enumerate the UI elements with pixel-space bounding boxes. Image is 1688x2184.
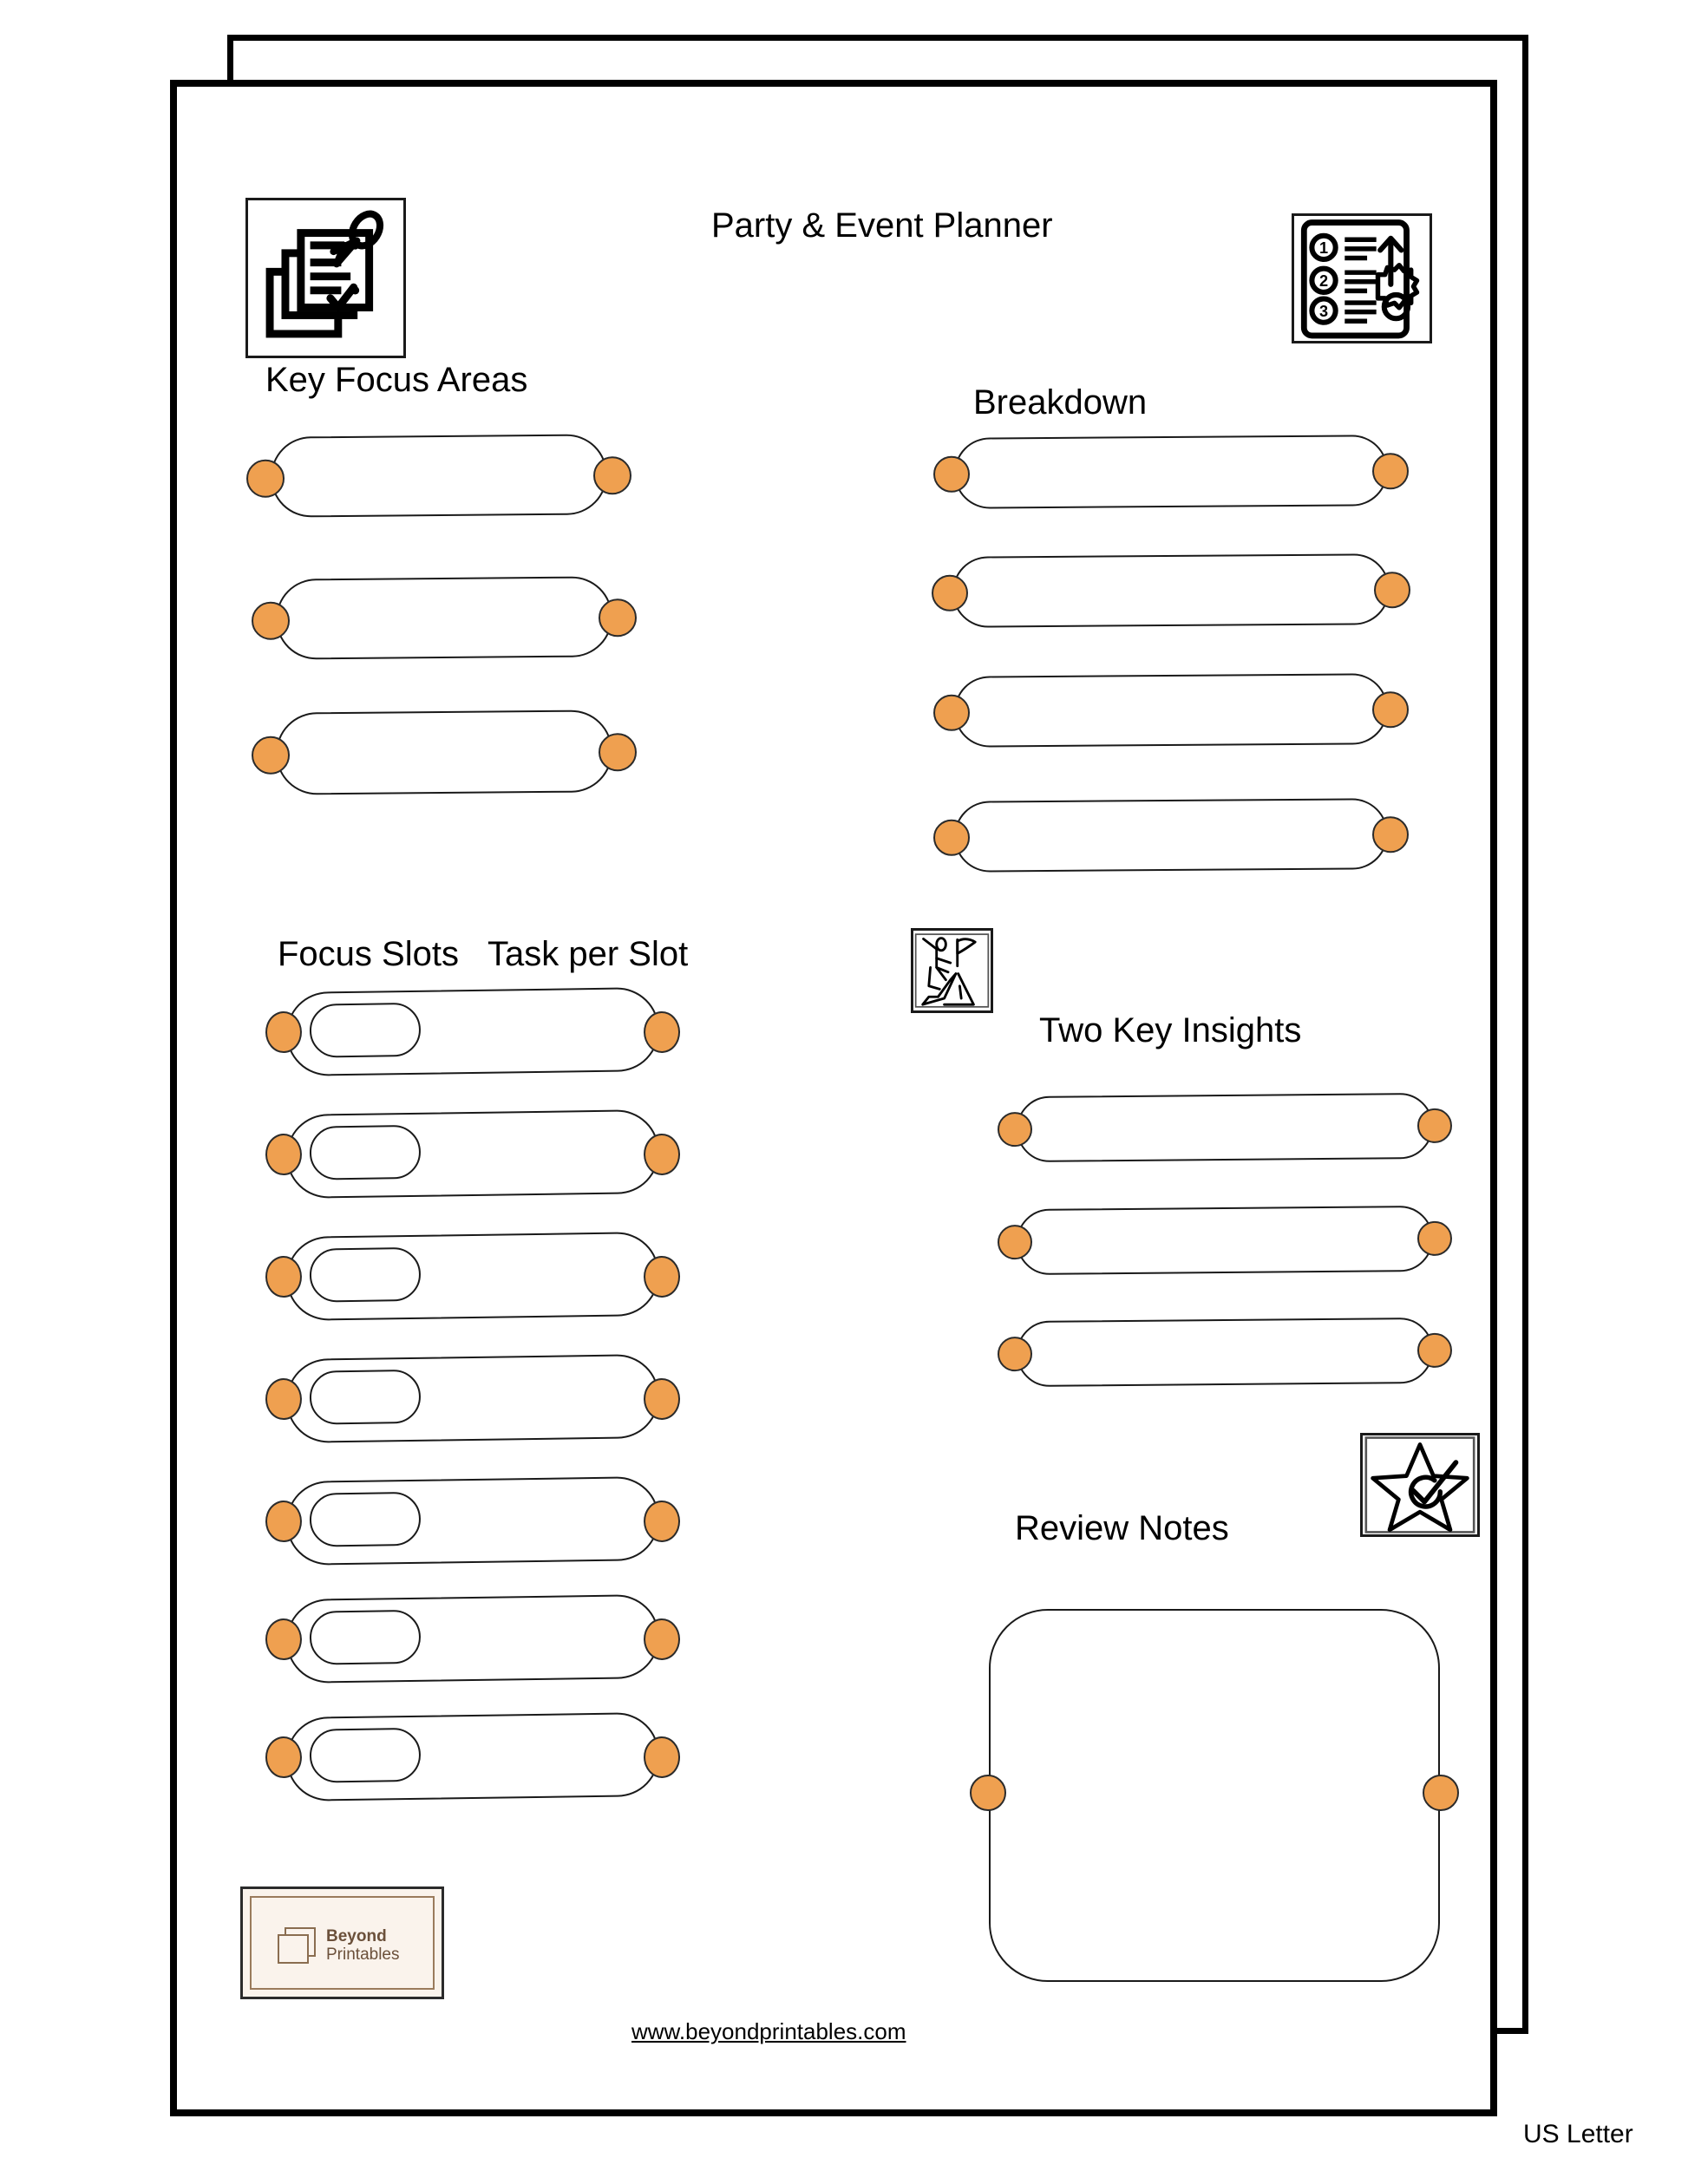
row-dot-right xyxy=(598,598,638,638)
focus-slot-row[interactable] xyxy=(265,1712,681,1801)
key-focus-area-row[interactable] xyxy=(251,709,638,795)
review-notes-dot-left xyxy=(970,1775,1006,1811)
focus-slot-row[interactable] xyxy=(265,1354,681,1443)
focus-slot-field[interactable] xyxy=(309,1609,422,1665)
brand-name-line2: Printables xyxy=(326,1945,400,1965)
breakdown-row[interactable] xyxy=(931,553,1411,628)
brand-logo: Beyond Printables xyxy=(240,1886,444,1999)
insight-row[interactable] xyxy=(997,1205,1453,1276)
focus-slot-row[interactable] xyxy=(265,987,681,1076)
breakdown-field[interactable] xyxy=(952,553,1390,628)
section-heading-task-per-slot: Task per Slot xyxy=(487,935,689,973)
row-dot-left xyxy=(997,1111,1033,1148)
svg-text:2: 2 xyxy=(1319,272,1328,290)
focus-slot-field[interactable] xyxy=(309,1491,422,1547)
key-focus-area-row[interactable] xyxy=(251,576,638,660)
row-dot-right xyxy=(592,456,632,495)
svg-text:1: 1 xyxy=(1319,239,1328,257)
row-dot-right xyxy=(598,733,638,772)
row-dot-right xyxy=(1371,453,1410,490)
breakdown-field[interactable] xyxy=(953,435,1389,509)
brand-name: Beyond Printables xyxy=(326,1927,400,1965)
insight-field[interactable] xyxy=(1016,1205,1434,1276)
row-dot-left xyxy=(932,455,971,493)
breakdown-field[interactable] xyxy=(953,673,1389,748)
focus-slot-row[interactable] xyxy=(265,1109,681,1199)
key-focus-area-field[interactable] xyxy=(270,434,608,518)
row-dot-right xyxy=(1416,1220,1453,1257)
row-dot-left xyxy=(251,601,291,640)
insight-field[interactable] xyxy=(1016,1092,1434,1163)
star-check-icon xyxy=(1360,1433,1480,1537)
row-dot-right xyxy=(1371,691,1410,729)
focus-slot-row[interactable] xyxy=(265,1232,681,1321)
svg-text:3: 3 xyxy=(1319,303,1328,320)
paper-size-label: US Letter xyxy=(1523,2120,1633,2148)
review-notes-dot-right xyxy=(1423,1775,1459,1811)
section-heading-key-focus-areas: Key Focus Areas xyxy=(265,361,528,399)
key-focus-area-row[interactable] xyxy=(245,434,632,518)
key-focus-area-field[interactable] xyxy=(275,576,613,660)
stacked-pages-icon xyxy=(278,1927,319,1967)
section-heading-review-notes: Review Notes xyxy=(1015,1509,1229,1547)
key-focus-area-field[interactable] xyxy=(275,709,613,795)
focus-slot-field[interactable] xyxy=(309,1002,422,1058)
insight-row[interactable] xyxy=(997,1092,1453,1163)
insight-field[interactable] xyxy=(1016,1317,1434,1388)
brand-logo-border xyxy=(250,1896,435,1990)
page-title: Party & Event Planner xyxy=(711,206,1053,245)
section-heading-two-key-insights: Two Key Insights xyxy=(1039,1011,1302,1049)
focus-slot-field[interactable] xyxy=(309,1246,422,1303)
checklist-pin-icon xyxy=(245,198,406,358)
section-heading-breakdown: Breakdown xyxy=(973,383,1148,422)
breakdown-row[interactable] xyxy=(932,673,1410,748)
row-dot-left xyxy=(931,574,969,611)
focus-slot-row[interactable] xyxy=(265,1476,681,1566)
row-dot-right xyxy=(1416,1332,1453,1369)
row-dot-right xyxy=(1371,816,1410,853)
numbered-list-gear-icon: 1 2 3 xyxy=(1292,213,1432,343)
insight-row[interactable] xyxy=(997,1317,1453,1388)
breakdown-field[interactable] xyxy=(953,798,1389,873)
row-dot-right xyxy=(1373,572,1411,609)
focus-slot-field[interactable] xyxy=(309,1124,422,1180)
row-dot-right xyxy=(1416,1108,1453,1144)
row-dot-left xyxy=(245,459,285,498)
section-heading-focus-slots: Focus Slots xyxy=(278,935,459,973)
row-dot-left xyxy=(997,1336,1033,1372)
review-notes-field[interactable] xyxy=(989,1609,1440,1982)
focus-slot-field[interactable] xyxy=(309,1369,422,1425)
climber-flag-summit-icon xyxy=(911,928,993,1013)
brand-name-line1: Beyond xyxy=(326,1927,387,1945)
breakdown-row[interactable] xyxy=(932,435,1410,509)
row-dot-left xyxy=(932,694,971,731)
row-dot-left xyxy=(932,819,971,856)
focus-slot-row[interactable] xyxy=(265,1594,681,1684)
row-dot-left xyxy=(251,736,291,775)
focus-slot-field[interactable] xyxy=(309,1727,422,1783)
row-dot-left xyxy=(997,1224,1033,1260)
website-url[interactable]: www.beyondprintables.com xyxy=(631,2018,906,2044)
breakdown-row[interactable] xyxy=(932,798,1410,873)
